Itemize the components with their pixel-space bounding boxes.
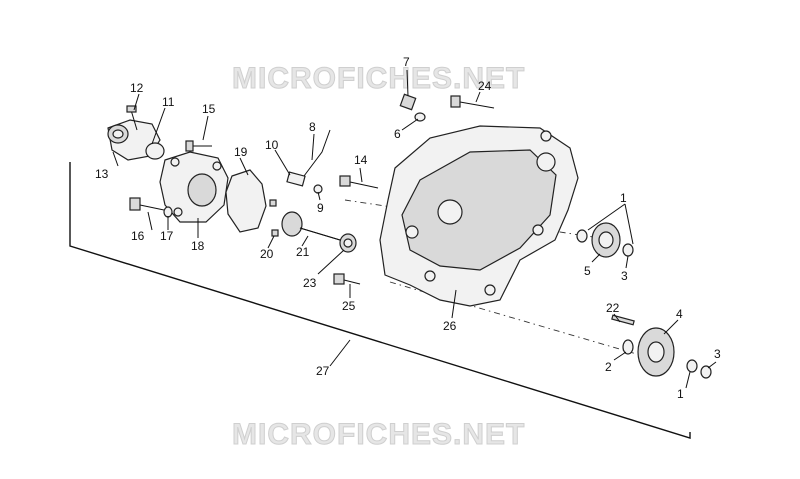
seal-23 [339, 233, 357, 253]
callout-1a: 1 [620, 191, 627, 205]
pin-20 [269, 199, 279, 237]
watermark-top: MICROFICHES.NET [232, 62, 525, 95]
callout-4: 4 [676, 307, 683, 321]
callout-9: 9 [317, 201, 324, 215]
callout-21: 21 [296, 245, 310, 259]
bolt-15 [185, 140, 212, 152]
pump-cover-18 [159, 151, 229, 223]
washer-1b [686, 359, 698, 373]
assembly-bracket [69, 162, 691, 439]
callout-18: 18 [191, 239, 205, 253]
callout-1b: 1 [677, 387, 684, 401]
callout-17: 17 [160, 229, 174, 243]
callout-20: 20 [260, 247, 274, 261]
callout-5: 5 [584, 264, 591, 278]
gear-4 [637, 327, 675, 377]
callout-19: 19 [234, 145, 248, 159]
pump-shaft-21 [281, 211, 341, 241]
callout-16: 16 [131, 229, 145, 243]
sensor-10 [286, 171, 306, 187]
callout-8: 8 [309, 120, 316, 134]
clip-3a [622, 243, 634, 257]
callout-3b: 3 [714, 347, 721, 361]
bolt-12 [126, 105, 138, 131]
gasket-19 [225, 169, 267, 233]
clutch-cover-26 [379, 125, 579, 307]
callout-25: 25 [342, 299, 356, 313]
clip-3b [700, 365, 712, 379]
callout-2b: 2 [605, 360, 612, 374]
key-22 [611, 314, 635, 326]
callout-labels: 12 11 13 15 19 10 8 9 14 7 6 24 16 17 18… [95, 55, 721, 401]
bolt-16 [129, 197, 165, 211]
callout-15: 15 [202, 102, 216, 116]
callout-7: 7 [403, 55, 410, 69]
callout-27: 27 [316, 364, 330, 378]
callout-11: 11 [162, 95, 175, 109]
gear-5 [591, 222, 621, 258]
bolt-24 [450, 95, 495, 109]
washer-9 [313, 184, 323, 194]
callout-14: 14 [354, 153, 368, 167]
callout-13: 13 [95, 167, 109, 181]
callout-10: 10 [265, 138, 279, 152]
callout-12: 12 [130, 81, 144, 95]
washer-17 [163, 206, 173, 218]
callout-3a: 3 [621, 269, 628, 283]
wire-8 [303, 129, 331, 177]
leader-lines [112, 69, 717, 389]
callout-23: 23 [303, 276, 317, 290]
callout-26: 26 [443, 319, 457, 333]
callout-22: 22 [606, 301, 620, 315]
watermark-bottom: MICROFICHES.NET [232, 418, 525, 451]
o-ring-11 [145, 142, 165, 160]
bolt-14 [339, 175, 379, 189]
plug-7 [399, 93, 417, 111]
washer-1a [576, 229, 588, 243]
washer-2b [622, 339, 634, 355]
callout-6: 6 [394, 127, 401, 141]
bolt-25 [333, 273, 361, 285]
callout-24: 24 [478, 79, 492, 93]
